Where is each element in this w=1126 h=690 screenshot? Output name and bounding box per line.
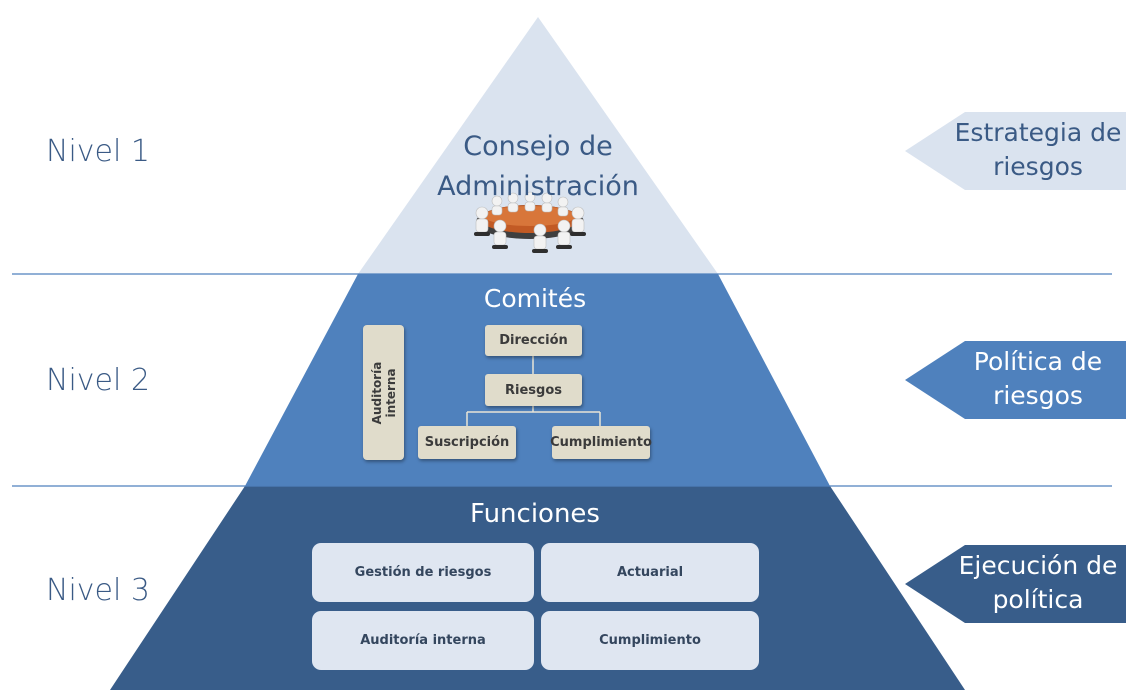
- committee-riesgos-box: Riesgos: [485, 374, 582, 406]
- function-auditoria-box: Auditoría interna: [312, 611, 534, 670]
- committee-suscripcion-box: Suscripción: [418, 426, 516, 459]
- board-title: Consejo de Administración: [420, 127, 656, 207]
- function-actuarial-box: Actuarial: [541, 543, 759, 602]
- committee-cumplimiento-box: Cumplimiento: [550, 426, 652, 459]
- arrow-execution: [905, 545, 1126, 623]
- arrow-strategy-line-1: Estrategia de: [954, 118, 1122, 147]
- committee-direccion-box: Dirección: [485, 325, 582, 356]
- arrow-policy-text: Política de riesgos: [950, 345, 1126, 413]
- board-title-line-2: Administración: [437, 171, 639, 202]
- level-1-label: Nivel 1: [46, 134, 150, 169]
- arrow-execution-text: Ejecución de política: [950, 549, 1126, 617]
- arrow-strategy-text: Estrategia de riesgos: [950, 116, 1126, 184]
- function-cumplimiento-box: Cumplimiento: [541, 611, 759, 670]
- functions-title: Funciones: [470, 499, 600, 529]
- arrow-strategy-line-2: riesgos: [993, 152, 1083, 181]
- level-3-label: Nivel 3: [46, 573, 150, 608]
- arrow-execution-line-1: Ejecución de: [958, 551, 1118, 580]
- committee-connectors: [466, 356, 601, 426]
- function-gestion-riesgos-box: Gestión de riesgos: [312, 543, 534, 602]
- arrow-policy-line-1: Política de: [973, 347, 1103, 376]
- internal-audit-side-line-2: interna: [383, 367, 398, 418]
- internal-audit-side-box: Auditoría interna: [363, 325, 404, 460]
- level-2-label: Nivel 2: [46, 363, 150, 398]
- boardroom-meeting-icon: [474, 191, 586, 253]
- internal-audit-side-text: Auditoría interna: [370, 361, 398, 424]
- arrow-policy-line-2: riesgos: [993, 381, 1083, 410]
- committees-title: Comités: [483, 284, 587, 313]
- arrow-strategy: [905, 112, 1126, 190]
- board-title-line-1: Consejo de: [463, 131, 613, 162]
- pyramid-tier-1: [358, 17, 718, 274]
- arrow-execution-line-2: política: [992, 585, 1084, 614]
- arrow-policy: [905, 341, 1126, 419]
- internal-audit-side-line-1: Auditoría: [369, 361, 384, 424]
